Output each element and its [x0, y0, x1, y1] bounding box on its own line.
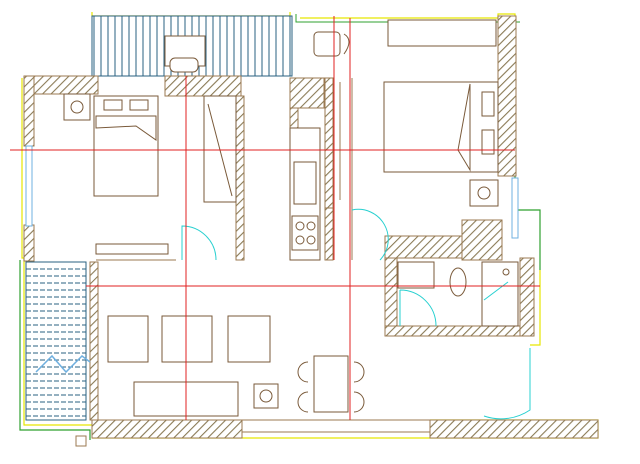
- kitchen-sink: [293, 161, 317, 205]
- left-bed-pillow-2: [129, 99, 149, 111]
- wall-right-bedroom: [497, 15, 517, 177]
- right-bed-pillow-2: [481, 129, 495, 155]
- dining-table: [313, 355, 349, 413]
- wall-bath-left: [384, 257, 398, 337]
- stove-burner-4: [306, 235, 316, 245]
- wall-bath-bottom: [384, 325, 526, 337]
- axis-lines: [10, 16, 540, 420]
- right-lamp: [477, 186, 491, 200]
- top-balcony: [91, 15, 293, 77]
- wall-kitchen-left: [289, 77, 325, 109]
- dining-chair-4: [353, 391, 365, 413]
- bath-sink: [397, 261, 435, 289]
- toilet: [449, 267, 467, 297]
- wall-kitchen-lower: [324, 207, 334, 261]
- wall-bath-mid: [461, 219, 503, 261]
- left-tv-cabinet: [95, 243, 169, 255]
- armchair-right: [227, 315, 271, 363]
- door-entrance: [483, 348, 531, 420]
- wall-closet-right: [235, 95, 245, 261]
- shower-drain: [502, 268, 510, 276]
- stove-burner-3: [295, 235, 305, 245]
- side-lamp: [259, 389, 273, 403]
- top-balcony-inner-box: [169, 57, 199, 73]
- dining-chair-3: [353, 361, 365, 383]
- wall-left-lower: [23, 224, 35, 262]
- wall-bottom-left: [91, 419, 243, 439]
- window-left-bedroom: [25, 145, 33, 227]
- right-bed-pillow-1: [481, 91, 495, 117]
- coffee-table: [161, 315, 213, 363]
- windows: [25, 145, 519, 421]
- top-chair-arm: [343, 33, 350, 55]
- right-bed-sheet: [457, 83, 471, 172]
- left-lamp: [70, 100, 84, 114]
- door-left-bedroom: [181, 225, 217, 261]
- stove-burner-2: [306, 221, 316, 231]
- right-closet: [387, 19, 497, 47]
- left-bed-pillow-1: [103, 99, 123, 111]
- wall-left-upper: [23, 75, 35, 147]
- shower: [481, 261, 519, 327]
- wall-top-left: [23, 75, 99, 95]
- wall-top-middle: [164, 75, 242, 97]
- left-balcony-door: [35, 354, 91, 374]
- wall-bottom-right: [429, 419, 599, 439]
- armchair-left: [107, 315, 149, 363]
- wall-bath-top: [384, 235, 466, 259]
- dining-chair-1: [297, 361, 309, 383]
- dining-chair-2: [297, 391, 309, 413]
- right-bed: [383, 81, 499, 173]
- boundary-top-left: [91, 12, 291, 17]
- door-bath: [399, 289, 437, 327]
- window-right-edge: [511, 177, 519, 239]
- wall-bath-right: [519, 257, 535, 337]
- left-bed: [93, 95, 159, 197]
- kitchen-stove: [291, 215, 319, 251]
- boundary-green-left: [19, 260, 91, 440]
- left-balcony-louver: [25, 261, 87, 421]
- door-shower: [483, 281, 509, 301]
- left-bed-sheet: [95, 115, 157, 141]
- boundary-right-lower: [530, 270, 541, 346]
- doors: [181, 208, 531, 420]
- stove-burner-1: [295, 221, 305, 231]
- wall-kitchen-small: [289, 107, 299, 129]
- top-chair: [313, 31, 341, 57]
- boundary-right-step: [514, 175, 541, 270]
- door-kitchen: [351, 208, 389, 261]
- corner-marker: [75, 435, 87, 447]
- wall-kitchen-right: [324, 77, 334, 209]
- walls: [23, 15, 599, 439]
- wall-living-left: [89, 261, 99, 421]
